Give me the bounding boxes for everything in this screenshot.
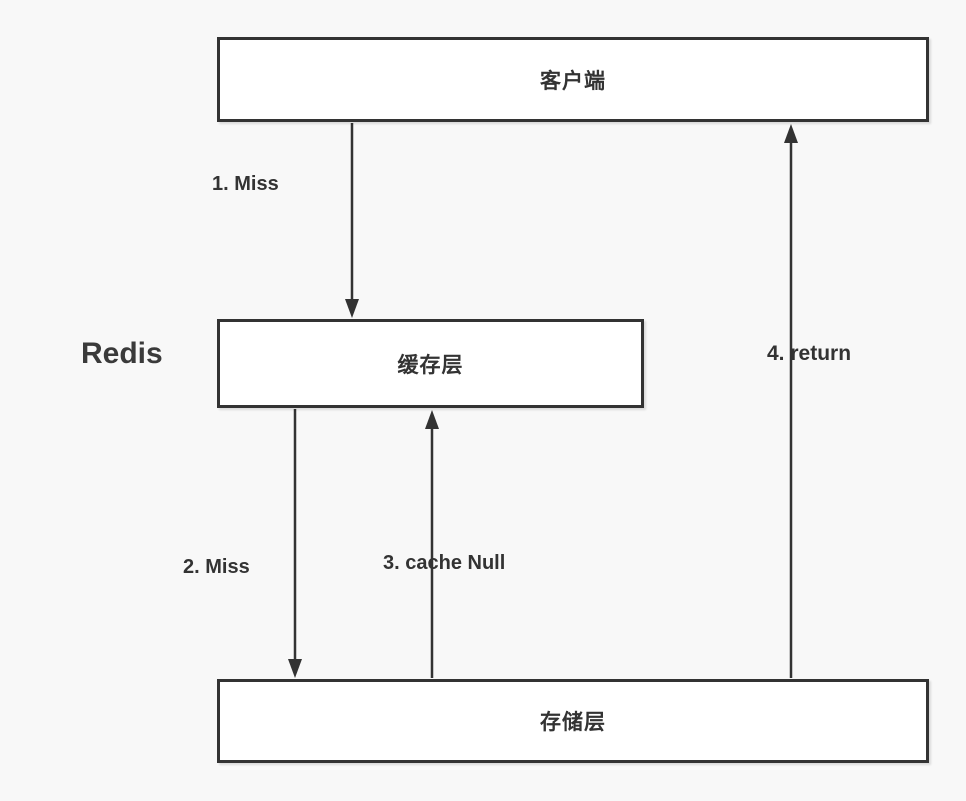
arrow-client-to-cache — [345, 123, 359, 318]
node-cache-label: 缓存层 — [397, 353, 464, 377]
node-cache: 缓存层 — [217, 319, 644, 408]
edge-label-2-miss: 2. Miss — [183, 556, 250, 578]
edge-label-4-return: 4. return — [767, 342, 852, 365]
node-storage: 存储层 — [217, 679, 929, 763]
node-storage-label: 存储层 — [540, 711, 606, 734]
arrowhead-down-icon — [345, 299, 359, 318]
node-client: 客户端 — [217, 37, 929, 122]
arrowhead-down-icon — [288, 659, 302, 678]
arrowhead-up-icon — [784, 124, 798, 143]
arrow-cache-to-storage — [288, 409, 302, 678]
edge-label-3-cache-null: 3. cache Null — [383, 552, 506, 574]
arrow-storage-to-client — [784, 124, 798, 678]
node-client-label: 客户端 — [540, 69, 606, 93]
arrow-storage-to-cache — [425, 410, 439, 678]
redis-side-label: Redis — [81, 337, 163, 370]
arrowhead-up-icon — [425, 410, 439, 429]
edge-label-1-miss: 1. Miss — [212, 173, 279, 195]
